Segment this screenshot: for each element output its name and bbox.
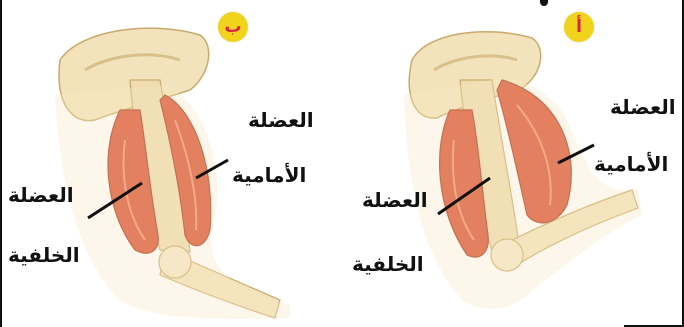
figure-b-front-muscle-label-line1: العضلة — [248, 108, 314, 132]
figure-a: أ العضلة الأمامية العضلة الخلفية — [342, 0, 682, 327]
figure-b-back-muscle-label-line2: الخلفية — [8, 243, 80, 267]
figure-a-back-muscle-label-line2: الخلفية — [352, 252, 424, 276]
figure-a-badge: أ — [564, 12, 594, 42]
figure-b-back-muscle-label-line1: العضلة — [8, 183, 74, 207]
figure-b-badge: ب — [218, 12, 248, 42]
figure-a-front-muscle-label-line1: العضلة — [610, 95, 676, 119]
figure-b-front-muscle-label-line2: الأمامية — [232, 163, 306, 187]
figure-b: ب العضلة الأمامية العضلة الخلفية — [0, 0, 340, 327]
figure-a-front-muscle-label-line2: الأمامية — [594, 152, 668, 176]
figure-a-back-muscle-label-line1: العضلة — [362, 188, 428, 212]
